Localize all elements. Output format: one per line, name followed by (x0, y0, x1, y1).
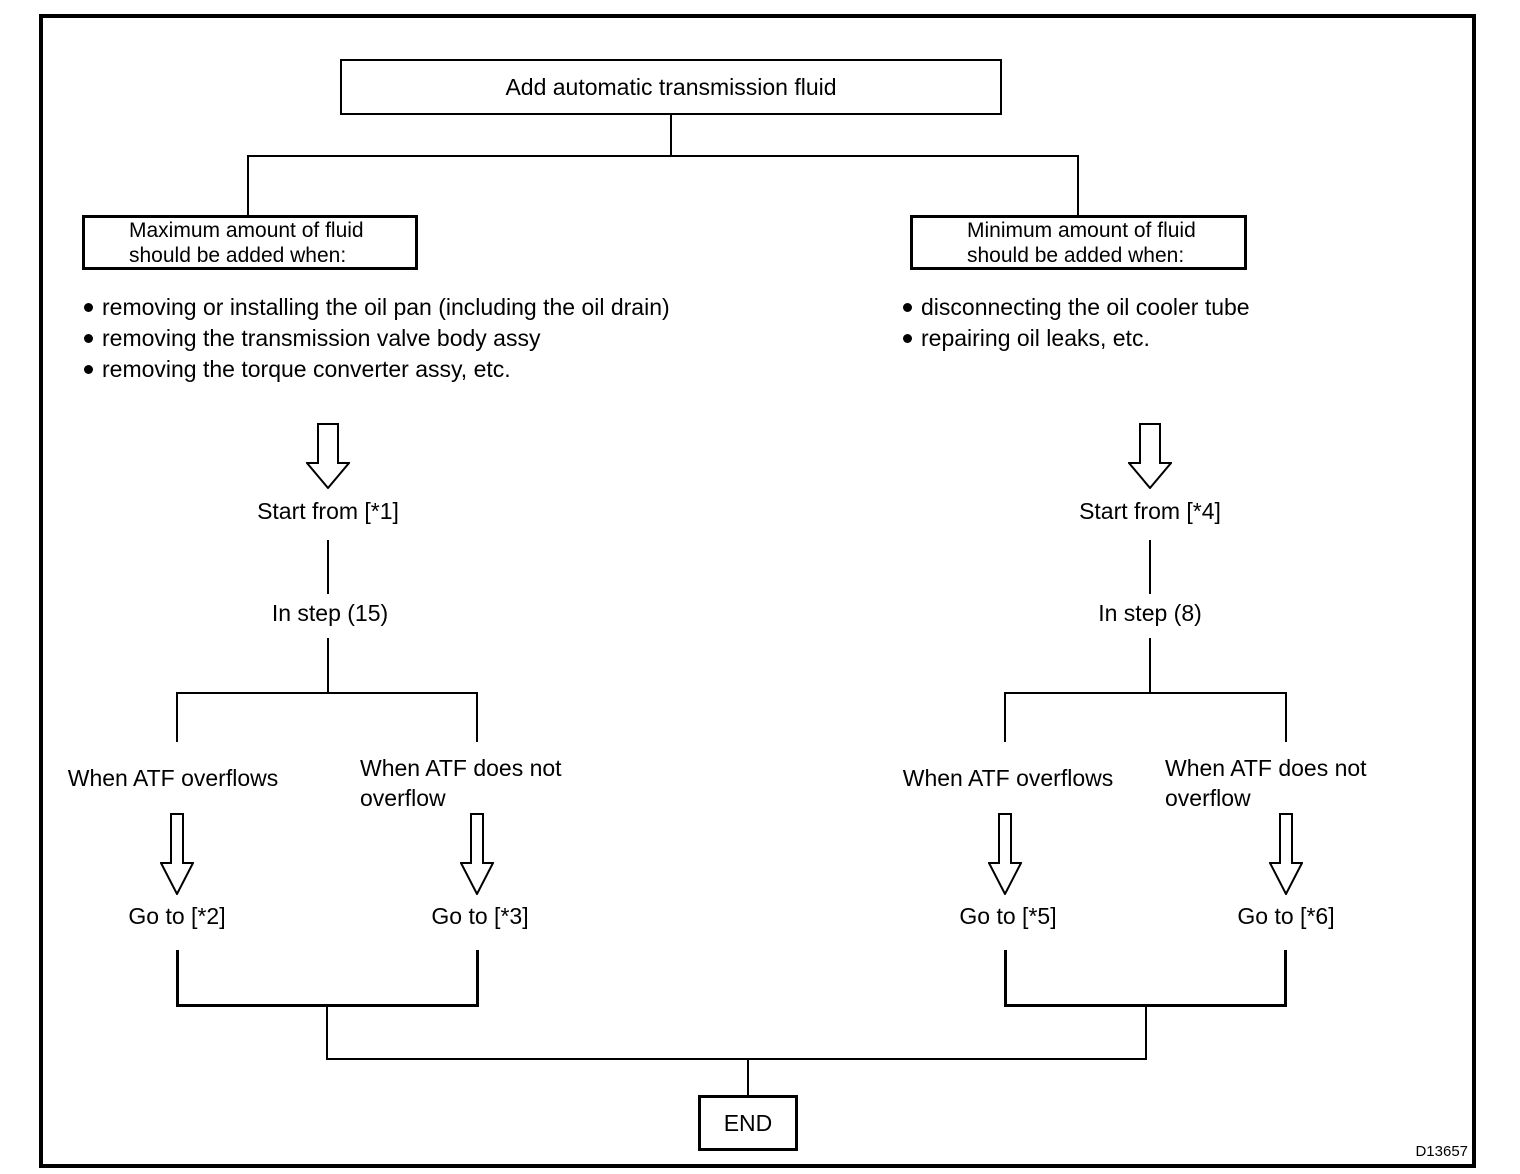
line-right-cond-drop1 (1004, 692, 1006, 742)
diagram-border (39, 14, 1476, 1168)
bullet-text: repairing oil leaks, etc. (921, 325, 1150, 351)
title-text: Add automatic transmission fluid (505, 73, 837, 100)
down-arrow-icon (160, 813, 194, 895)
left-bullet-list: removing or installing the oil pan (incl… (84, 292, 670, 385)
end-box: END (698, 1095, 798, 1151)
right-bullet-list: disconnecting the oil cooler tube repair… (903, 292, 1250, 354)
line-left-start-step (327, 540, 329, 594)
line-left-merge-h (176, 1004, 479, 1007)
end-text: END (723, 1109, 773, 1136)
list-item: removing the torque converter assy, etc. (84, 354, 670, 385)
figure-code: D13657 (1415, 1143, 1468, 1160)
line-title-stem (670, 115, 672, 156)
bullet-text: removing or installing the oil pan (incl… (102, 294, 670, 320)
line-right-merge-v2 (1284, 950, 1287, 1007)
line-right-cond-drop2 (1285, 692, 1287, 742)
right-cond-overflow-label: When ATF overflows (902, 765, 1114, 791)
line-end-stem (747, 1060, 749, 1095)
bullet-icon (84, 303, 93, 312)
left-goto-no-overflow-label: Go to [*3] (431, 903, 529, 929)
right-header-box: Minimum amount of fluid should be added … (910, 215, 1247, 270)
left-cond-no-overflow-label: When ATF does not overflow (360, 755, 562, 811)
line-right-merge-stem (1145, 1007, 1147, 1060)
list-item: removing the transmission valve body ass… (84, 323, 670, 354)
right-goto-no-overflow-label: Go to [*6] (1237, 903, 1335, 929)
line-right-cond-split (1004, 692, 1287, 694)
list-item: repairing oil leaks, etc. (903, 323, 1250, 354)
line-left-merge-v1 (176, 950, 179, 1007)
line-drop-left-header (247, 155, 249, 215)
bullet-icon (84, 334, 93, 343)
right-header-line1: Minimum amount of fluid (967, 218, 1196, 242)
left-start-label: Start from [*1] (257, 498, 399, 524)
down-arrow-icon (1269, 813, 1303, 895)
down-arrow-icon (306, 423, 350, 489)
line-right-step-split (1149, 638, 1151, 694)
line-left-cond-split (176, 692, 478, 694)
right-step-label: In step (8) (1098, 600, 1202, 626)
left-header-line2: should be added when: (129, 243, 347, 267)
bullet-text: disconnecting the oil cooler tube (921, 294, 1250, 320)
bullet-icon (903, 334, 912, 343)
line-drop-right-header (1077, 155, 1079, 215)
down-arrow-icon (460, 813, 494, 895)
down-arrow-icon (1128, 423, 1172, 489)
line-final-merge-h (326, 1058, 1147, 1060)
bullet-icon (903, 303, 912, 312)
left-step-label: In step (15) (271, 600, 389, 626)
line-right-merge-v1 (1004, 950, 1007, 1007)
bullet-text: removing the transmission valve body ass… (102, 325, 541, 351)
right-cond-no-overflow-label: When ATF does not overflow (1165, 755, 1367, 811)
title-box: Add automatic transmission fluid (340, 59, 1002, 115)
line-right-start-step (1149, 540, 1151, 594)
line-left-merge-stem (326, 1007, 328, 1060)
line-left-merge-v2 (476, 950, 479, 1007)
left-header-box: Maximum amount of fluid should be added … (82, 215, 418, 270)
bullet-icon (84, 365, 93, 374)
line-left-cond-drop1 (176, 692, 178, 742)
line-top-split (247, 155, 1079, 157)
right-goto-overflow-label: Go to [*5] (959, 903, 1057, 929)
line-left-cond-drop2 (476, 692, 478, 742)
left-header-line1: Maximum amount of fluid (129, 218, 364, 242)
left-cond-overflow-label: When ATF overflows (67, 765, 279, 791)
down-arrow-icon (988, 813, 1022, 895)
right-header-line2: should be added when: (967, 243, 1185, 267)
bullet-text: removing the torque converter assy, etc. (102, 356, 511, 382)
left-goto-overflow-label: Go to [*2] (128, 903, 226, 929)
list-item: disconnecting the oil cooler tube (903, 292, 1250, 323)
right-start-label: Start from [*4] (1079, 498, 1221, 524)
line-right-merge-h (1004, 1004, 1287, 1007)
list-item: removing or installing the oil pan (incl… (84, 292, 670, 323)
line-left-step-split (327, 638, 329, 694)
